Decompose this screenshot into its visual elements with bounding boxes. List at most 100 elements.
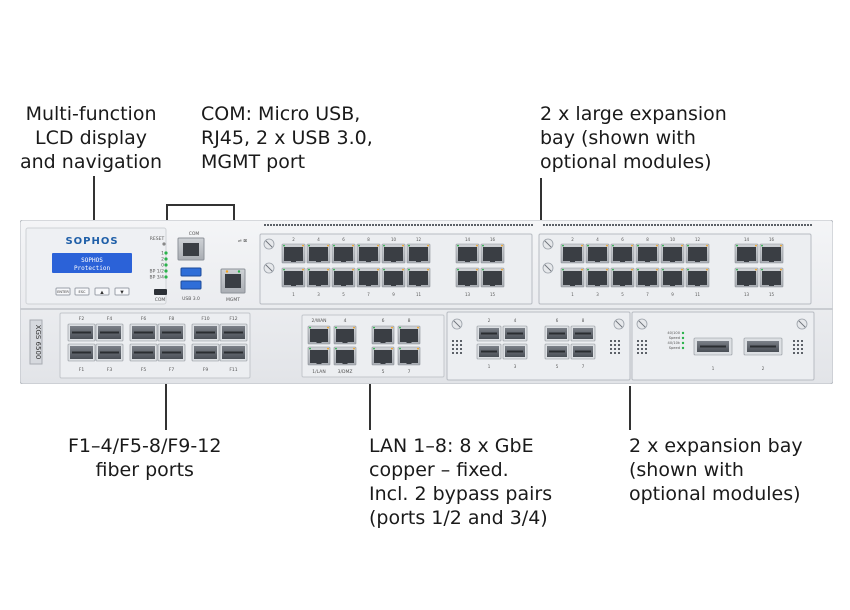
module-vent-row-hole bbox=[384, 224, 386, 226]
module-vent-row-hole bbox=[624, 224, 626, 226]
module-vent-right-hole bbox=[801, 344, 803, 346]
module-vent-row-hole bbox=[657, 224, 659, 226]
lan-port-top-led2-icon bbox=[417, 326, 419, 329]
module-port-bottom-latch bbox=[595, 284, 600, 286]
module-vent-row-hole bbox=[276, 224, 278, 226]
callout-fiber-ports: F1–4/F5-8/F9-12 fiber ports bbox=[68, 435, 222, 481]
module-vent-row-hole bbox=[666, 224, 668, 226]
lcd-line-2: Protection bbox=[74, 265, 111, 272]
module-vent-right-hole bbox=[614, 352, 616, 354]
module-top-label: 2 bbox=[571, 237, 574, 242]
brand-logo: SOPHOS bbox=[65, 236, 118, 247]
lan-bottom-label: 7 bbox=[408, 369, 411, 375]
module-vent-left-hole bbox=[452, 352, 454, 354]
nav-button-up[interactable] bbox=[94, 287, 110, 296]
module-port-bottom-latch bbox=[490, 284, 495, 286]
module-screw-right-slot bbox=[798, 320, 806, 328]
module-port-top-led2-icon bbox=[780, 244, 782, 247]
module-port-bottom-led-icon bbox=[358, 268, 360, 271]
module-port-bottom-led2-icon bbox=[302, 268, 304, 271]
sfp-port-bottom-slot bbox=[72, 351, 91, 354]
module-vent-row-hole bbox=[417, 224, 419, 226]
module-vent-right-hole bbox=[797, 340, 799, 342]
module-vent-row-hole bbox=[684, 224, 686, 226]
module-vent-row-hole bbox=[669, 224, 671, 226]
module-top-label: 10 bbox=[670, 237, 676, 242]
module-port-top-led-icon bbox=[283, 244, 285, 247]
module-port-bottom-socket bbox=[409, 271, 428, 285]
lcd-line-1: SOPHOS bbox=[81, 257, 103, 264]
module-vent-right-hole bbox=[797, 348, 799, 350]
nav-button-enter[interactable] bbox=[55, 287, 71, 296]
module-port-top-latch bbox=[490, 260, 495, 262]
module-top-label: 14 bbox=[465, 237, 471, 242]
module-vent-row-hole bbox=[510, 224, 512, 226]
firewall-chassis: SOPHOS SOPHOS Protection ENTER ESC ▲ ▼ R… bbox=[20, 220, 833, 384]
module-vent-left bbox=[637, 340, 647, 354]
module-port-top-socket bbox=[613, 247, 632, 261]
module-port-bottom-latch bbox=[391, 284, 396, 286]
module-vent-row-hole bbox=[570, 224, 572, 226]
module-port-top-led2-icon bbox=[302, 244, 304, 247]
usb-icon: ⇌ ⊠ bbox=[238, 239, 247, 244]
module-port-bottom-led-icon bbox=[482, 268, 484, 271]
usb-port-2[interactable] bbox=[180, 280, 202, 290]
micro-usb-port[interactable] bbox=[154, 289, 167, 295]
module-vent-row-hole bbox=[279, 224, 281, 226]
module-vent-row-hole bbox=[588, 224, 590, 226]
module-vent-row-hole bbox=[339, 224, 341, 226]
nav-button-down[interactable] bbox=[114, 287, 130, 296]
module-vent-left bbox=[452, 340, 462, 354]
module-vent-row-hole bbox=[582, 224, 584, 226]
module-port-bottom-socket bbox=[737, 271, 756, 285]
sfp-port-top-slot bbox=[100, 331, 119, 334]
qsfp-led-icon bbox=[681, 336, 685, 340]
module-bottom-label: 3 bbox=[317, 292, 320, 297]
module-vent-left-hole bbox=[637, 340, 639, 342]
module-vent-row-hole bbox=[792, 224, 794, 226]
module-vent-right-hole bbox=[618, 352, 620, 354]
module-sfp-port-bottom-slot bbox=[575, 350, 591, 353]
module-vent-row-hole bbox=[726, 224, 728, 226]
usb-port-1[interactable] bbox=[180, 267, 202, 277]
module-vent-row-hole bbox=[741, 224, 743, 226]
module-vent-row-hole bbox=[372, 224, 374, 226]
module-port-top-socket bbox=[563, 247, 582, 261]
module-vent-row-hole bbox=[645, 224, 647, 226]
module-port-bottom-led-icon bbox=[308, 268, 310, 271]
leader-line-lan bbox=[369, 384, 371, 430]
module-vent-left-hole bbox=[641, 348, 643, 350]
module-vent-row-hole bbox=[402, 224, 404, 226]
module-vent-row-hole bbox=[732, 224, 734, 226]
module-vent-row-hole bbox=[591, 224, 593, 226]
module-vent-row-hole bbox=[576, 224, 578, 226]
module-bottom-label: 15 bbox=[490, 292, 496, 297]
module-port-top-led-icon bbox=[383, 244, 385, 247]
module-vent-row-hole bbox=[309, 224, 311, 226]
module-vent-row-hole bbox=[558, 224, 560, 226]
status-leds: 1 2 0 BP 1/2 BP 3/4 bbox=[150, 251, 168, 281]
reset-button[interactable] bbox=[162, 242, 166, 246]
lan-bottom-label: 3/DMZ bbox=[338, 369, 353, 375]
module-port-top-led2-icon bbox=[402, 244, 404, 247]
module-vent-row-hole bbox=[333, 224, 335, 226]
nav-button-up-label: ▲ bbox=[100, 291, 104, 296]
module-bottom-label: 5 bbox=[342, 292, 345, 297]
sfp-bottom-label: F5 bbox=[141, 367, 147, 373]
module-vent-row-hole bbox=[762, 224, 764, 226]
module-port-top-led2-icon bbox=[476, 244, 478, 247]
module-vent-left-hole bbox=[641, 340, 643, 342]
nav-button-esc[interactable] bbox=[74, 287, 90, 296]
module-vent-row-hole bbox=[411, 224, 413, 226]
module-sfp-bottom-label: 7 bbox=[582, 364, 585, 369]
module-port-bottom-socket bbox=[563, 271, 582, 285]
module-port-top-socket bbox=[359, 247, 378, 261]
module-port-top-latch bbox=[570, 260, 575, 262]
lan-port-top-led-icon bbox=[335, 326, 337, 329]
module-bottom-label: 5 bbox=[621, 292, 624, 297]
lan-port-bottom-led-icon bbox=[399, 347, 401, 350]
module-vent-row-hole bbox=[612, 224, 614, 226]
module-vent-row-hole bbox=[753, 224, 755, 226]
module-port-bottom-latch bbox=[291, 284, 296, 286]
